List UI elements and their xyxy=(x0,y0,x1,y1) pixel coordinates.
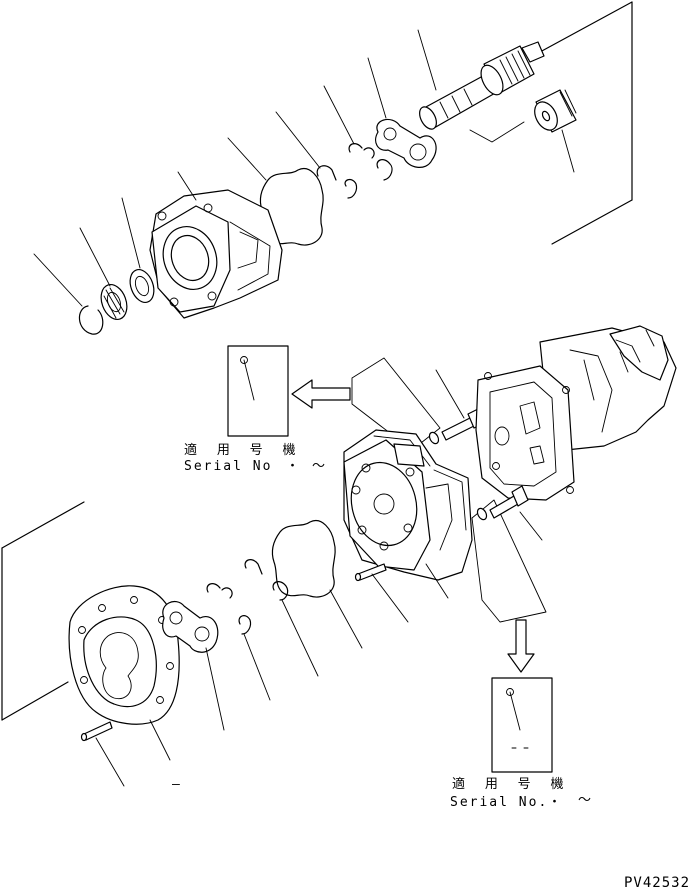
top-boundary-top xyxy=(539,1,633,53)
main-pump-body xyxy=(475,325,677,501)
drawing-number: PV42532 xyxy=(624,875,691,891)
leader-pin-bottom xyxy=(95,737,125,787)
leader-bearing xyxy=(79,227,111,287)
leader-shaft xyxy=(417,29,437,91)
top-applicability-label-jp: 適 用 号 機 xyxy=(184,443,302,458)
snap-ring-top xyxy=(78,305,104,335)
leader-side-plate xyxy=(367,57,387,119)
flange-housing xyxy=(149,189,283,319)
leader-gasket xyxy=(227,137,267,181)
seal-ring-b xyxy=(344,178,358,199)
driven-gear xyxy=(534,89,577,133)
leader-end-cover xyxy=(149,719,171,761)
bottom-applicability-label-jp: 適 用 号 機 xyxy=(452,777,570,792)
top-assembly-group xyxy=(33,1,633,335)
end-cover xyxy=(68,585,180,725)
seal-ring-c xyxy=(244,559,263,575)
drive-shaft xyxy=(419,41,545,130)
arrow-down-to-inset xyxy=(507,619,535,673)
thrust-washer xyxy=(129,268,155,304)
leader-seal xyxy=(275,111,321,169)
leader-snap-ring xyxy=(33,253,83,307)
bottom-serial-tilde: ～ xyxy=(578,793,594,808)
top-serial-tilde: ～ xyxy=(312,459,328,474)
leader-backup-ring xyxy=(323,85,355,145)
gasket-bottom xyxy=(271,520,336,598)
bearing xyxy=(100,283,128,321)
inset-box-bottom xyxy=(491,677,553,773)
callout-wedge-top xyxy=(351,357,441,451)
arrow-left-to-inset xyxy=(291,379,351,409)
side-plate-top xyxy=(375,118,437,168)
leader-bolt-bottom xyxy=(519,511,543,541)
leader-washer xyxy=(121,197,141,269)
side-plate-bottom xyxy=(162,601,219,653)
inset-box-top xyxy=(227,345,289,437)
backup-ring-c xyxy=(206,583,233,599)
leader-housing xyxy=(177,171,197,201)
leader-gasket-bottom xyxy=(329,589,363,649)
bolt-bottom xyxy=(476,485,529,521)
dowel-pin-mid xyxy=(354,563,409,623)
backup-ring-b xyxy=(376,159,393,181)
callout-wedge-bottom xyxy=(471,499,547,623)
bottom-applicability-inset xyxy=(491,677,553,773)
bottom-boundary-top xyxy=(1,501,85,549)
backup-ring-a xyxy=(348,143,375,159)
backup-ring-d xyxy=(272,581,289,601)
seal-ring-a xyxy=(316,165,337,181)
seal-ring-d xyxy=(238,615,252,635)
leader-seal-bottom xyxy=(243,633,271,701)
leader-gear xyxy=(561,129,575,173)
dowel-pin-bottom xyxy=(80,721,113,742)
bottom-serial-separator: ・ xyxy=(548,795,564,810)
top-serial-separator: ・ xyxy=(286,459,302,474)
leader-mid-housing xyxy=(425,563,449,599)
gear-link-line xyxy=(469,121,525,143)
top-applicability-inset xyxy=(227,345,441,451)
leader-side-plate-bottom xyxy=(205,647,225,731)
bolt-top xyxy=(428,369,487,445)
top-boundary-bottom xyxy=(551,199,633,245)
bottom-serial-label: Serial No. xyxy=(450,795,549,810)
leader-backup-bottom xyxy=(281,599,319,677)
bottom-assembly-group xyxy=(1,501,363,787)
bottom-boundary-bottom xyxy=(1,681,69,721)
bottom-note-dash: – xyxy=(172,777,182,792)
top-serial-label: Serial No xyxy=(184,459,273,474)
mid-housing xyxy=(343,429,473,581)
